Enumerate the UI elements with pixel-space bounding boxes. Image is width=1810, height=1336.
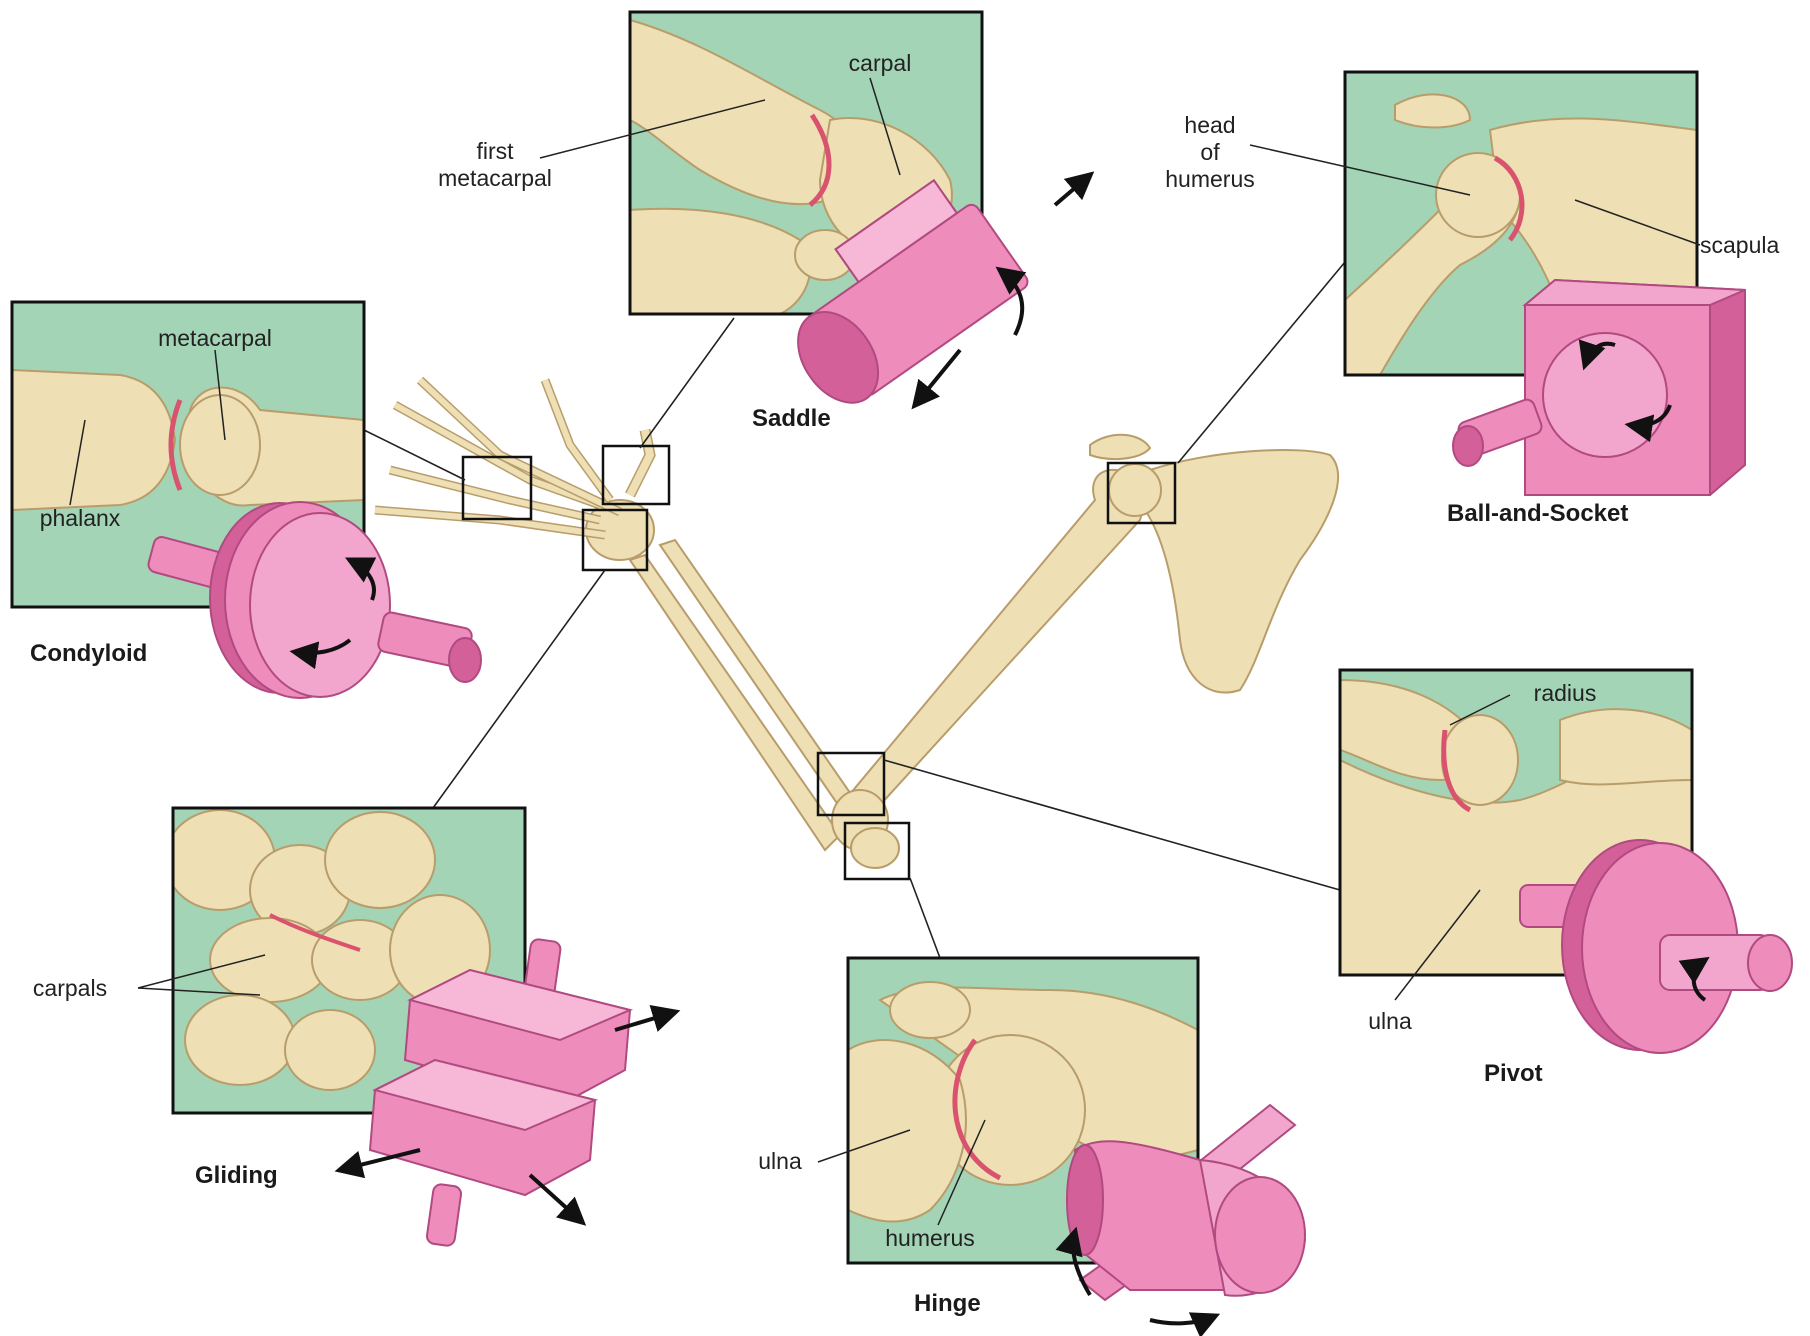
- label-metacarpal: metacarpal: [140, 325, 290, 352]
- motion-arrow-icon: [1055, 175, 1090, 205]
- caption-ball-and-socket: Ball-and-Socket: [1447, 500, 1628, 528]
- forearm-ulna: [630, 555, 840, 850]
- label-head-of-humerus: head of humerus: [1160, 112, 1260, 193]
- motion-arrow-icon: [1150, 1316, 1215, 1323]
- label-phalanx: phalanx: [25, 505, 135, 532]
- carpal-bone-7: [285, 1010, 375, 1090]
- label-first-metacarpal: first metacarpal: [420, 138, 570, 192]
- humerus-bone: [845, 470, 1143, 812]
- caption-pivot: Pivot: [1484, 1060, 1543, 1088]
- label-carpal: carpal: [835, 50, 925, 77]
- caption-gliding: Gliding: [195, 1162, 278, 1190]
- label-pivot-ulna: ulna: [1350, 1008, 1430, 1035]
- carpal-bone-6: [185, 995, 295, 1085]
- label-hinge-humerus: humerus: [870, 1225, 990, 1252]
- label-scapula: scapula: [1700, 232, 1805, 259]
- caption-saddle: Saddle: [752, 405, 831, 433]
- caption-condyloid: Condyloid: [30, 640, 147, 668]
- central-arm-skeleton: [375, 380, 1338, 868]
- motion-arrow-icon: [530, 1175, 582, 1222]
- label-carpals: carpals: [20, 975, 120, 1002]
- carpal-bone-3: [325, 812, 435, 908]
- label-radius: radius: [1515, 680, 1615, 707]
- label-hinge-ulna: ulna: [740, 1148, 820, 1175]
- phalanx-bone: [12, 370, 175, 510]
- caption-hinge: Hinge: [914, 1290, 981, 1318]
- forearm-radius: [660, 540, 855, 815]
